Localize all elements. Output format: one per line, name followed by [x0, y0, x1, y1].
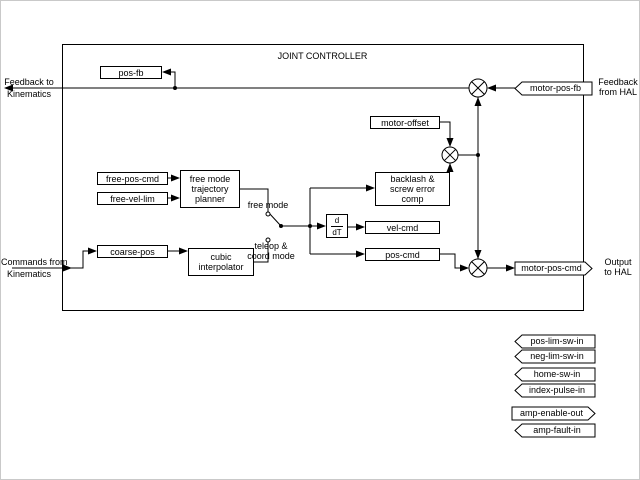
- label-line: Commands from: [1, 257, 68, 267]
- junction-dots: [173, 86, 480, 228]
- block-label: free mode: [189, 174, 231, 184]
- block-vel-cmd: vel-cmd: [365, 221, 440, 234]
- hal-pin-neg-lim-sw-in: neg-lim-sw-in: [530, 351, 584, 361]
- block-label: vel-cmd: [386, 222, 419, 233]
- block-label: trajectory: [191, 184, 229, 194]
- label-feedback-from-hal: Feedback from HAL: [596, 77, 640, 97]
- hal-pin-amp-enable-out: amp-enable-out: [519, 408, 584, 418]
- block-label: comp: [401, 194, 424, 204]
- hal-pin-home-sw-in: home-sw-in: [533, 369, 581, 379]
- hal-pin-shape-motor-pos-cmd: [514, 261, 593, 276]
- hal-pin-shapes: [511, 81, 596, 438]
- label-free-mode: free mode: [247, 200, 289, 210]
- block-motor-offset: motor-offset: [370, 116, 440, 129]
- switch-contact-free-mode: [265, 211, 271, 217]
- block-label: pos-cmd: [385, 249, 420, 260]
- label-line: Feedback to: [4, 77, 54, 87]
- block-label: pos-fb: [118, 67, 144, 78]
- block-label: coarse-pos: [110, 246, 155, 257]
- switch-contact-coord-mode: [265, 237, 271, 243]
- block-label: cubic: [210, 252, 232, 262]
- block-derivative: d dT: [326, 214, 348, 238]
- block-free-mode-trajectory-planner: free mode trajectory planner: [180, 170, 240, 208]
- block-cubic-interpolator: cubic interpolator: [188, 248, 254, 276]
- fraction-bar: [331, 225, 343, 227]
- block-label: planner: [194, 194, 226, 204]
- hal-pin-index-pulse-in: index-pulse-in: [528, 385, 586, 395]
- block-label: interpolator: [198, 262, 244, 272]
- diagram-title: JOINT CONTROLLER: [277, 51, 368, 61]
- label-commands-from-kinematics: Commands from Kinematics: [1, 257, 68, 279]
- summing-junction-feedback: [468, 78, 488, 98]
- block-label: backlash &: [390, 174, 435, 184]
- label-teleop-coord-mode: teleop & coord mode: [240, 241, 302, 261]
- hal-pin-shape-neg-lim-sw-in: [514, 349, 596, 364]
- fraction-numerator: d: [334, 215, 340, 225]
- label-line: to HAL: [604, 267, 632, 277]
- controller-outline: [62, 44, 584, 311]
- label-line: Output: [604, 257, 632, 267]
- mode-switch: [265, 211, 283, 243]
- block-pos-fb: pos-fb: [100, 66, 162, 79]
- label-line: from HAL: [598, 87, 637, 97]
- label-line: Feedback: [598, 77, 638, 87]
- hal-pin-shape-home-sw-in: [514, 367, 596, 382]
- hal-pin-shape-amp-enable-out: [511, 406, 596, 421]
- hal-pin-shape-pos-lim-sw-in: [514, 334, 596, 349]
- summing-junctions: [441, 78, 488, 278]
- hal-pin-motor-pos-fb: motor-pos-fb: [529, 83, 582, 93]
- block-backlash-screw-error-comp: backlash & screw error comp: [375, 172, 450, 206]
- switch-pivot: [279, 224, 283, 228]
- hal-pin-shape-amp-fault-in: [514, 423, 596, 438]
- summing-junction-compensation: [441, 146, 459, 164]
- block-free-vel-lim: free-vel-lim: [97, 192, 168, 205]
- block-label: screw error: [389, 184, 435, 194]
- label-line: coord mode: [247, 251, 295, 261]
- block-coarse-pos: coarse-pos: [97, 245, 168, 258]
- label-line: teleop &: [254, 241, 288, 251]
- block-label: motor-offset: [381, 117, 429, 128]
- block-pos-cmd: pos-cmd: [365, 248, 440, 261]
- hal-pin-motor-pos-cmd: motor-pos-cmd: [521, 263, 582, 273]
- arrowheads: [4, 68, 515, 272]
- label-line: Kinematics: [6, 269, 51, 279]
- derivative-fraction: d dT: [331, 216, 343, 237]
- label-output-to-hal: Output to HAL: [596, 257, 640, 277]
- fraction-denominator: dT: [332, 227, 342, 237]
- hal-pin-shape-motor-pos-fb: [514, 81, 593, 96]
- block-label: free-pos-cmd: [105, 173, 159, 184]
- hal-pin-shape-index-pulse-in: [514, 383, 596, 398]
- block-label: free-vel-lim: [110, 193, 155, 204]
- wires: [12, 71, 515, 269]
- hal-pin-amp-fault-in: amp-fault-in: [533, 425, 581, 435]
- hal-pin-pos-lim-sw-in: pos-lim-sw-in: [530, 336, 584, 346]
- label-line: Kinematics: [6, 89, 51, 99]
- block-free-pos-cmd: free-pos-cmd: [97, 172, 168, 185]
- label-feedback-to-kinematics: Feedback to Kinematics: [1, 77, 57, 99]
- summing-junction-command: [468, 258, 488, 278]
